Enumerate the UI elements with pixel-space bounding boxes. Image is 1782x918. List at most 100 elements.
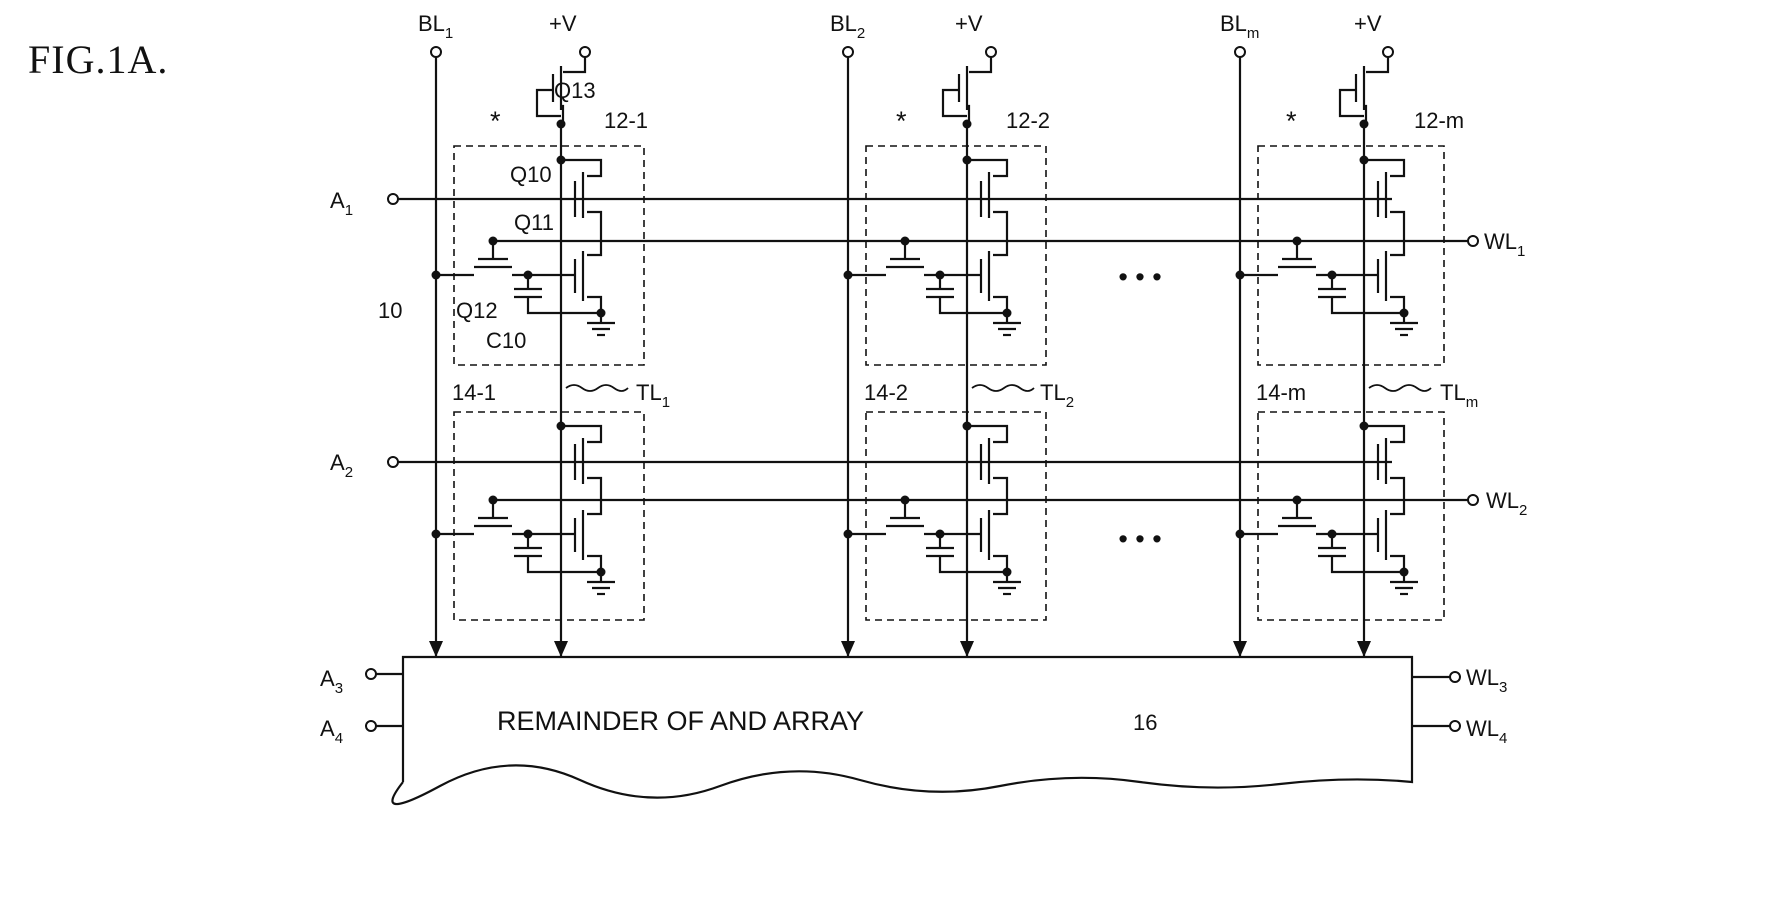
- term-line-label-TLm: TLm: [1440, 380, 1478, 411]
- c10-ground-lead: [1332, 297, 1404, 313]
- word-line-label-WL1: WL1: [1484, 229, 1525, 260]
- term-line-tilde: [1369, 385, 1431, 391]
- junction-dot: [1293, 496, 1302, 505]
- word-line-label-WL1-main: WL: [1484, 229, 1517, 254]
- supply-terminal: [1383, 47, 1393, 57]
- term-line-label-TL2-subscript: 2: [1066, 394, 1074, 411]
- q10-drain: [561, 426, 601, 442]
- q10-drain: [561, 160, 601, 176]
- bit-line-label-BL1-subscript: 1: [445, 25, 453, 42]
- supply-label: +V: [549, 11, 577, 36]
- word-line-terminal: [1450, 672, 1460, 682]
- cell-label-14-m: 14-m: [1256, 380, 1306, 405]
- junction-dot: [1293, 237, 1302, 246]
- term-line-label-TL2: TL2: [1040, 380, 1074, 411]
- bit-line-label-BLm-main: BL: [1220, 11, 1247, 36]
- bit-line-arrow: [429, 641, 443, 657]
- q11-drain: [1390, 241, 1404, 255]
- c10-ground-lead: [1332, 556, 1404, 572]
- label-star: *: [1286, 106, 1297, 136]
- word-line-label-WL3-subscript: 3: [1499, 679, 1507, 696]
- input-terminal: [388, 457, 398, 467]
- input-label-A4-main: A: [320, 716, 335, 741]
- cell-label-14-2: 14-2: [864, 380, 908, 405]
- term-line-label-TLm-main: TL: [1440, 380, 1466, 405]
- term-line-tilde: [972, 385, 1034, 391]
- input-label-A4: A4: [320, 716, 343, 747]
- word-line-label-WL2: WL2: [1486, 488, 1527, 519]
- bit-line-label-BL2-main: BL: [830, 11, 857, 36]
- q10-source: [993, 478, 1007, 500]
- label-q10: Q10: [510, 162, 552, 187]
- term-line-label-TL2-main: TL: [1040, 380, 1066, 405]
- bit-line-label-BLm-subscript: m: [1247, 25, 1260, 42]
- term-line-label-TLm-subscript: m: [1466, 394, 1479, 411]
- cell-label-12-1: 12-1: [604, 108, 648, 133]
- cell-boundary: [866, 412, 1046, 620]
- term-line-label-TL1-subscript: 1: [662, 394, 670, 411]
- label-c10: C10: [486, 328, 526, 353]
- q11-drain: [993, 500, 1007, 514]
- input-label-A2: A2: [330, 450, 353, 481]
- supply-wire: [969, 57, 991, 72]
- label-q12: Q12: [456, 298, 498, 323]
- q13-gate-tie: [1340, 90, 1364, 116]
- input-label-A1-subscript: 1: [345, 202, 353, 219]
- block-ref: 16: [1133, 710, 1157, 735]
- q13-gate-tie: [943, 90, 967, 116]
- supply-wire: [1366, 57, 1388, 72]
- term-line-label-TL1-main: TL: [636, 380, 662, 405]
- input-label-A3-subscript: 3: [335, 680, 343, 697]
- input-label-A1-main: A: [330, 188, 345, 213]
- word-line-label-WL3: WL3: [1466, 665, 1507, 696]
- q11-drain: [1390, 500, 1404, 514]
- term-line-arrow: [960, 641, 974, 657]
- input-label-A3: A3: [320, 666, 343, 697]
- bit-line-label-BL1: BL1: [418, 11, 453, 42]
- q10-drain: [967, 426, 1007, 442]
- cell-label-12-m: 12-m: [1414, 108, 1464, 133]
- c10-ground-lead: [940, 556, 1007, 572]
- input-label-A1: A1: [330, 188, 353, 219]
- junction-dot: [901, 496, 910, 505]
- supply-wire: [563, 57, 585, 72]
- bit-line-label-BL2: BL2: [830, 11, 865, 42]
- term-line-tilde: [566, 385, 628, 391]
- array-ref-label: 10: [378, 298, 402, 323]
- input-terminal: [366, 669, 376, 679]
- cell-boundary: [1258, 146, 1444, 365]
- wire-layer: [366, 47, 1478, 804]
- word-line-label-WL4-subscript: 4: [1499, 730, 1507, 747]
- cell-boundary: [866, 146, 1046, 365]
- q10-drain: [1364, 160, 1404, 176]
- bit-line-label-BL2-subscript: 2: [857, 25, 865, 42]
- word-line-label-WL4: WL4: [1466, 716, 1507, 747]
- label-q13: Q13: [554, 78, 596, 103]
- q10-drain: [967, 160, 1007, 176]
- input-terminal: [388, 194, 398, 204]
- q10-source: [993, 212, 1007, 241]
- junction-dot: [489, 496, 498, 505]
- c10-ground-lead: [528, 556, 601, 572]
- word-line-label-WL4-main: WL: [1466, 716, 1499, 741]
- q11-drain: [587, 241, 601, 255]
- input-label-A3-main: A: [320, 666, 335, 691]
- supply-label: +V: [1354, 11, 1382, 36]
- ellipsis-row1: • • •: [1118, 262, 1161, 292]
- c10-ground-lead: [940, 297, 1007, 313]
- supply-terminal: [580, 47, 590, 57]
- input-terminal: [366, 721, 376, 731]
- cell-label-12-2: 12-2: [1006, 108, 1050, 133]
- bit-line-terminal: [1235, 47, 1245, 57]
- bit-line-terminal: [843, 47, 853, 57]
- q11-drain: [993, 241, 1007, 255]
- cell-boundary: [1258, 412, 1444, 620]
- q10-drain: [1364, 426, 1404, 442]
- c10-ground-lead: [528, 297, 601, 313]
- word-line-terminal: [1468, 236, 1478, 246]
- label-star: *: [490, 106, 501, 136]
- term-line-label-TL1: TL1: [636, 380, 670, 411]
- cell-label-14-1: 14-1: [452, 380, 496, 405]
- label-star: *: [896, 106, 907, 136]
